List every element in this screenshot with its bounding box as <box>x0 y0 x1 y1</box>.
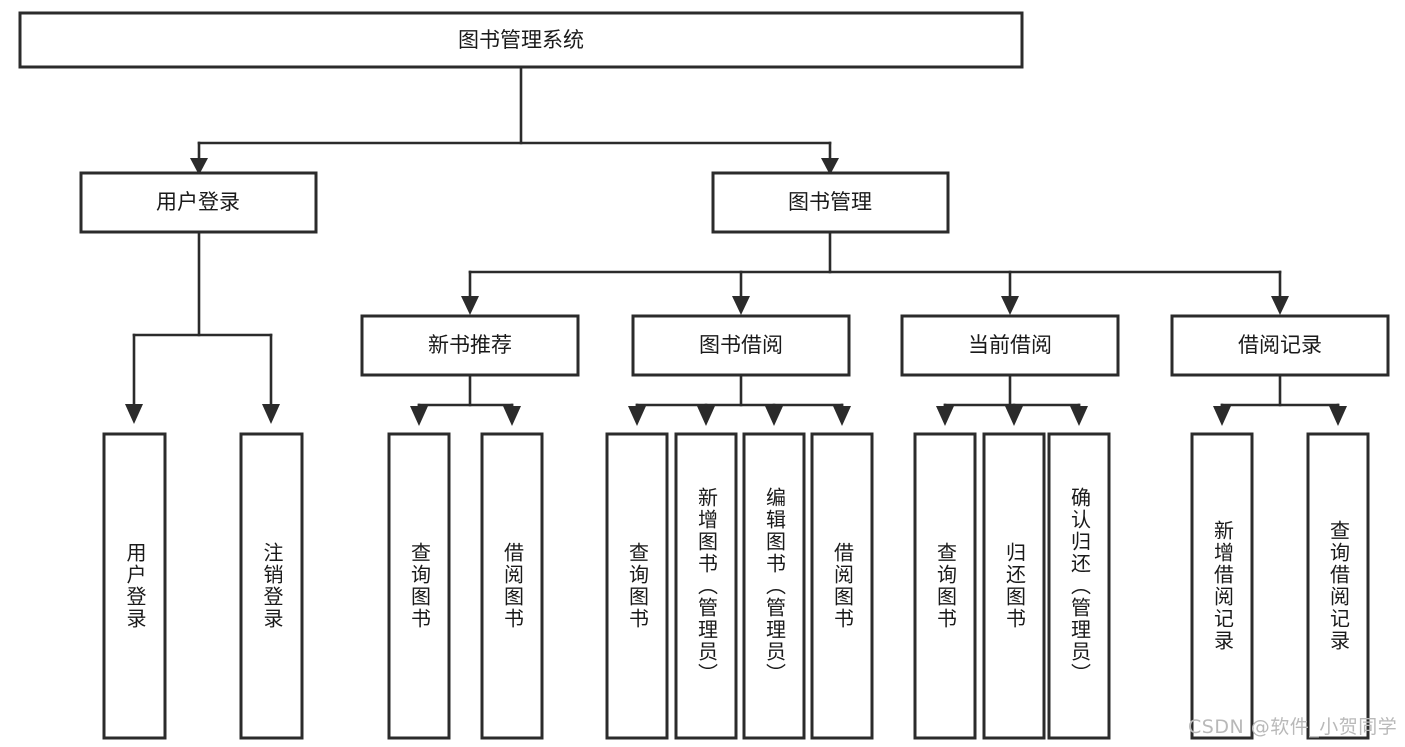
arrow-head-leaf-return-book <box>1005 406 1023 426</box>
arrow-head-leaf-query-record <box>1329 406 1347 426</box>
node-label-borrow-record: 借阅记录 <box>1238 333 1322 357</box>
node-box-leaf-confirm-return[interactable] <box>1047 432 1111 740</box>
arrow-head-borrow-record <box>1271 296 1289 315</box>
connector-user-login-to-leaves <box>125 230 280 424</box>
node-box-leaf-borrow-book-2[interactable] <box>810 432 874 740</box>
node-box-leaf-query-book-1[interactable] <box>387 432 451 740</box>
connector-book-management-to-level3 <box>461 230 1289 315</box>
csdn-watermark: CSDN @软件_小贺同学 <box>1188 716 1398 738</box>
node-box-leaf-add-record[interactable] <box>1190 432 1254 740</box>
node-box-root[interactable] <box>18 11 1024 69</box>
node-box-borrow-record[interactable] <box>1170 314 1390 377</box>
arrow-head-leaf-borrow-book-2 <box>833 406 851 426</box>
arrow-head-leaf-query-book-1 <box>410 406 428 426</box>
connector-book-borrow-to-leaves <box>628 373 851 426</box>
arrow-head-leaf-confirm-return <box>1070 406 1088 426</box>
node-box-leaf-return-book[interactable] <box>982 432 1046 740</box>
node-box-book-management[interactable] <box>711 171 950 234</box>
connector-new-book-to-leaves <box>410 373 521 426</box>
arrow-head-leaf-edit-book <box>765 406 783 426</box>
node-box-current-borrow[interactable] <box>900 314 1120 377</box>
node-label-book-borrow: 图书借阅 <box>699 333 783 357</box>
node-box-leaf-user-login[interactable] <box>102 432 167 740</box>
node-box-leaf-borrow-book-1[interactable] <box>480 432 544 740</box>
node-box-book-borrow[interactable] <box>631 314 851 377</box>
connector-root-to-level2 <box>190 65 839 175</box>
connector-borrow-record-to-leaves <box>1213 373 1347 426</box>
arrow-head-new-book-recommend <box>461 296 479 315</box>
node-box-new-book-recommend[interactable] <box>360 314 580 377</box>
node-label-book-management: 图书管理 <box>788 190 872 214</box>
node-label-current-borrow: 当前借阅 <box>968 333 1052 357</box>
node-box-user-login[interactable] <box>79 171 318 234</box>
arrow-head-book-borrow <box>732 296 750 315</box>
node-box-leaf-query-record[interactable] <box>1306 432 1370 740</box>
node-box-leaf-add-book[interactable] <box>674 432 738 740</box>
arrow-head-leaf-add-record <box>1213 406 1231 426</box>
arrow-head-leaf-borrow-book-1 <box>503 406 521 426</box>
arrow-head-user-login <box>190 158 208 175</box>
node-box-leaf-query-book-3[interactable] <box>913 432 977 740</box>
connector-current-borrow-to-leaves <box>936 373 1088 426</box>
arrow-head-leaf-query-book-2 <box>628 406 646 426</box>
arrow-head-leaf-add-book <box>697 406 715 426</box>
node-box-leaf-edit-book[interactable] <box>742 432 806 740</box>
node-label-user-login: 用户登录 <box>156 190 240 214</box>
arrow-head-leaf-user-login <box>125 404 143 424</box>
arrow-head-current-borrow <box>1001 296 1019 315</box>
arrow-head-book-management <box>821 158 839 175</box>
arrow-head-leaf-query-book-3 <box>936 406 954 426</box>
node-box-leaf-query-book-2[interactable] <box>605 432 669 740</box>
node-label-root: 图书管理系统 <box>458 28 584 52</box>
arrow-head-leaf-user-logout <box>262 404 280 424</box>
node-label-new-book-recommend: 新书推荐 <box>428 333 512 357</box>
node-box-leaf-user-logout[interactable] <box>239 432 304 740</box>
